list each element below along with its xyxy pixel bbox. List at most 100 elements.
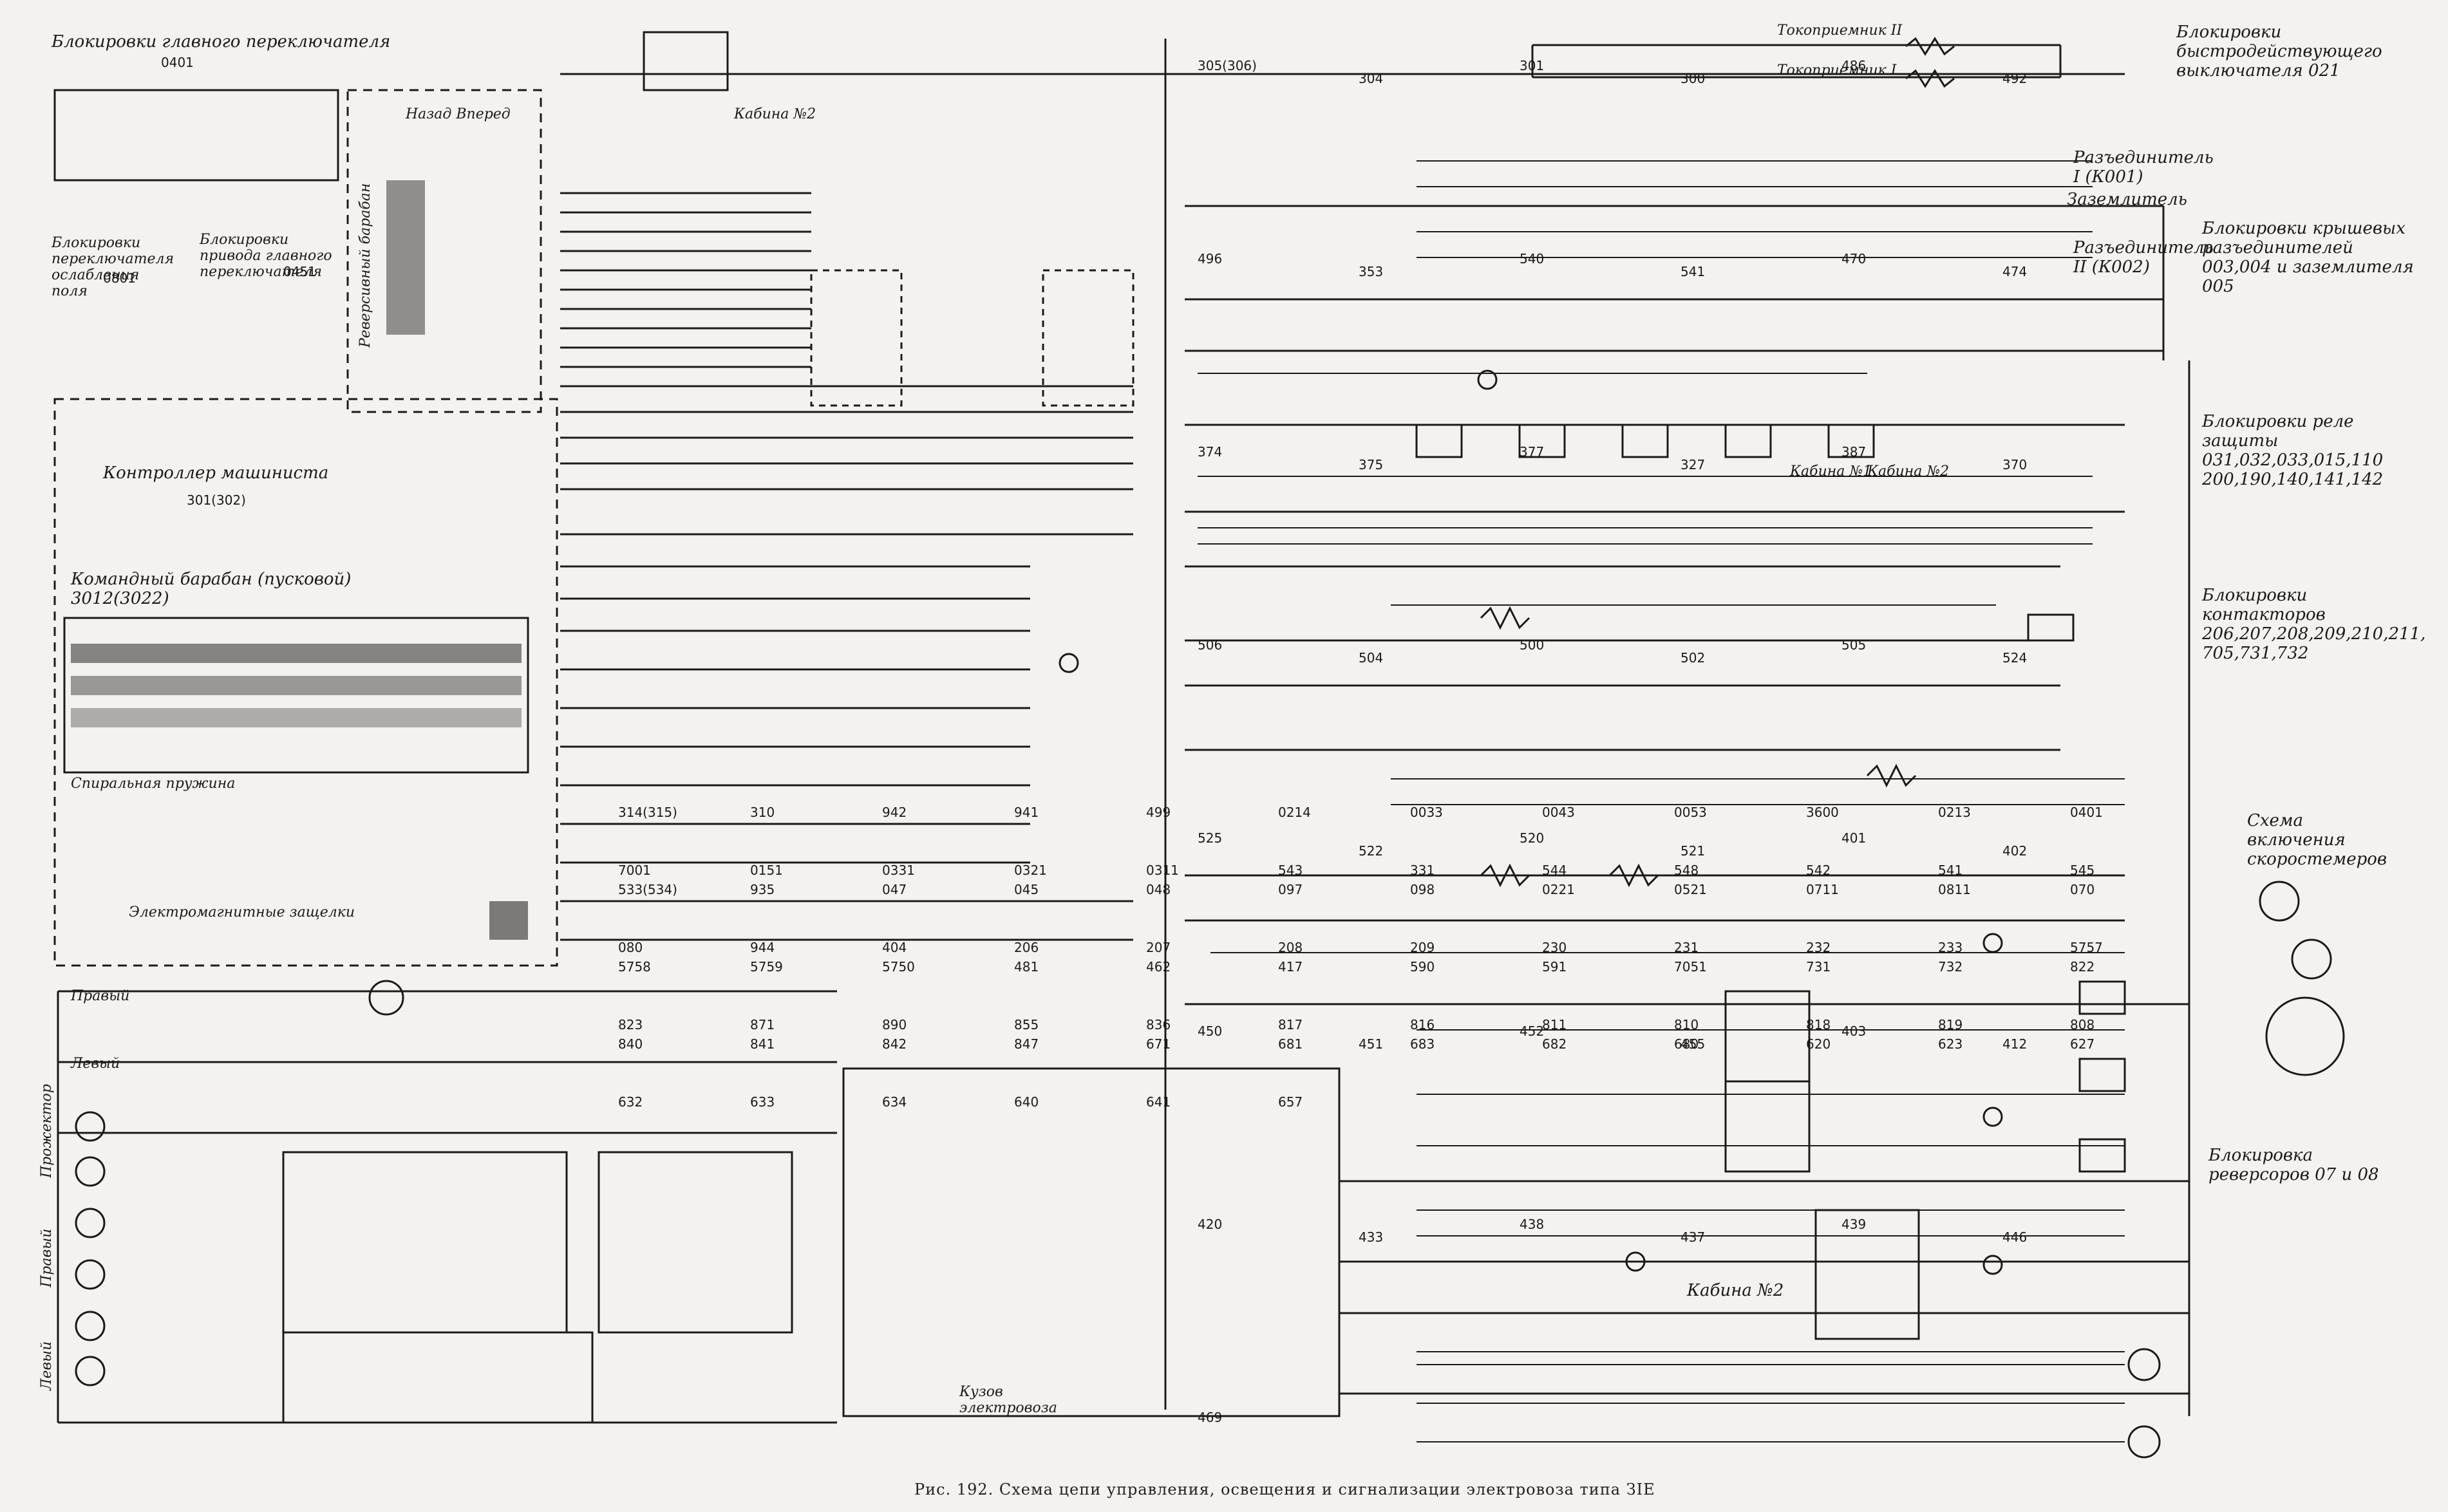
component-label: 682 xyxy=(1542,1036,1567,1052)
component-label: 0401 xyxy=(2070,805,2103,820)
wire-label: 455 xyxy=(1681,1036,1706,1052)
component-label: 0331 xyxy=(882,863,915,878)
wire-label: 522 xyxy=(1359,843,1384,859)
component-label: 0213 xyxy=(1938,805,1971,820)
component-label: 811 xyxy=(1542,1017,1567,1032)
wire-label: 469 xyxy=(1198,1410,1223,1425)
component-label: 0033 xyxy=(1410,805,1443,820)
component-label: 944 xyxy=(750,940,775,955)
component-label: 590 xyxy=(1410,959,1435,975)
component-label: 640 xyxy=(1014,1094,1039,1110)
component-label: 0311 xyxy=(1146,863,1179,878)
wire-label: 524 xyxy=(2002,650,2028,666)
component-label: 208 xyxy=(1278,940,1303,955)
main-switch-locks-title: Блокировки главного переключателя xyxy=(52,32,391,51)
wire-label: 541 xyxy=(1681,264,1706,279)
wire-label: 452 xyxy=(1520,1023,1545,1039)
component-label: 0321 xyxy=(1014,863,1047,878)
body-label: Кузов электровоза xyxy=(959,1384,1057,1416)
pantograph1-label: Токоприемник I xyxy=(1777,62,1897,79)
wire-label: 496 xyxy=(1198,251,1223,266)
component-label: 5758 xyxy=(618,959,651,975)
component-label: 941 xyxy=(1014,805,1039,820)
component-label: 404 xyxy=(882,940,907,955)
component-label: 732 xyxy=(1938,959,1963,975)
component-label: 481 xyxy=(1014,959,1039,975)
component-label: 819 xyxy=(1938,1017,1963,1032)
component-label: 545 xyxy=(2070,863,2095,878)
component-label: 855 xyxy=(1014,1017,1039,1032)
driver-controller-id: 301(302) xyxy=(187,492,246,508)
component-label: 543 xyxy=(1278,863,1303,878)
wire-label: 438 xyxy=(1520,1217,1545,1232)
cabin1-label: Кабина №1 xyxy=(1790,463,1872,480)
component-label: 0521 xyxy=(1674,882,1707,897)
main-switch-drive-locks: Блокировки привода главного переключател… xyxy=(200,232,332,280)
component-label: 5759 xyxy=(750,959,783,975)
component-label: 5757 xyxy=(2070,940,2103,955)
component-label: 0811 xyxy=(1938,882,1971,897)
wire-label: 470 xyxy=(1841,251,1867,266)
reverse-labels: Назад Вперед xyxy=(406,106,511,122)
wire-label: 305(306) xyxy=(1198,58,1257,73)
component-label: 822 xyxy=(2070,959,2095,975)
wire-label: 300 xyxy=(1681,71,1706,86)
component-label: 080 xyxy=(618,940,643,955)
component-label: 683 xyxy=(1410,1036,1435,1052)
reverse-drum-label: Реверсивный барабан xyxy=(357,183,373,348)
component-label: 7001 xyxy=(618,863,651,878)
component-label: 671 xyxy=(1146,1036,1171,1052)
component-label: 7051 xyxy=(1674,959,1707,975)
component-label: 462 xyxy=(1146,959,1171,975)
wire-label: 374 xyxy=(1198,444,1223,460)
disconnector1-label: Разъединитель I (К001) xyxy=(2073,148,2214,187)
wire-label: 446 xyxy=(2002,1229,2028,1245)
left-side-label: Левый xyxy=(39,1341,55,1390)
component-label: 620 xyxy=(1806,1036,1831,1052)
wire-label: 451 xyxy=(1359,1036,1384,1052)
electromagnetic-latches-label: Электромагнитные защелки xyxy=(129,904,355,920)
main-switch-id: 0401 xyxy=(161,55,194,70)
component-label: 0043 xyxy=(1542,805,1575,820)
component-label: 935 xyxy=(750,882,775,897)
disconnector2-label: Разъединитель II (К002) xyxy=(2073,238,2214,277)
component-label: 0221 xyxy=(1542,882,1575,897)
wire-label: 502 xyxy=(1681,650,1706,666)
component-label: 623 xyxy=(1938,1036,1963,1052)
component-label: 634 xyxy=(882,1094,907,1110)
component-label: 680 xyxy=(1674,1036,1699,1052)
field-weak-switch-id: 0801 xyxy=(103,270,136,286)
component-label: 0711 xyxy=(1806,882,1839,897)
component-label: 818 xyxy=(1806,1017,1831,1032)
wire-label: 520 xyxy=(1520,830,1545,846)
wire-label: 521 xyxy=(1681,843,1706,859)
wire-label: 412 xyxy=(2002,1036,2028,1052)
component-label: 097 xyxy=(1278,882,1303,897)
component-label: 823 xyxy=(618,1017,643,1032)
component-label: 209 xyxy=(1410,940,1435,955)
protection-relay-locks: Блокировки реле защиты 031,032,033,015,1… xyxy=(2202,412,2384,489)
wire-label: 504 xyxy=(1359,650,1384,666)
fast-breaker-locks: Блокировки быстродействующего выключател… xyxy=(2176,23,2382,80)
wire-label: 402 xyxy=(2002,843,2028,859)
main-switch-drive-id: 0451 xyxy=(283,264,316,279)
component-label: 533(534) xyxy=(618,882,677,897)
component-label: 0151 xyxy=(750,863,783,878)
wire-label: 500 xyxy=(1520,637,1545,653)
component-label: 632 xyxy=(618,1094,643,1110)
pantograph2-label: Токоприемник II xyxy=(1777,23,1903,39)
wire-label: 505 xyxy=(1841,637,1867,653)
component-label: 0214 xyxy=(1278,805,1311,820)
component-label: 840 xyxy=(618,1036,643,1052)
wire-label: 437 xyxy=(1681,1229,1706,1245)
projector-label: Прожектор xyxy=(39,1084,55,1178)
component-label: 233 xyxy=(1938,940,1963,955)
wire-label: 420 xyxy=(1198,1217,1223,1232)
contactor-locks: Блокировки контакторов 206,207,208,209,2… xyxy=(2202,586,2426,663)
component-label: 3600 xyxy=(1806,805,1839,820)
component-label: 048 xyxy=(1146,882,1171,897)
component-label: 331 xyxy=(1410,863,1435,878)
component-label: 890 xyxy=(882,1017,907,1032)
speedometer-scheme: Схема включения скоростемеров xyxy=(2247,811,2387,869)
